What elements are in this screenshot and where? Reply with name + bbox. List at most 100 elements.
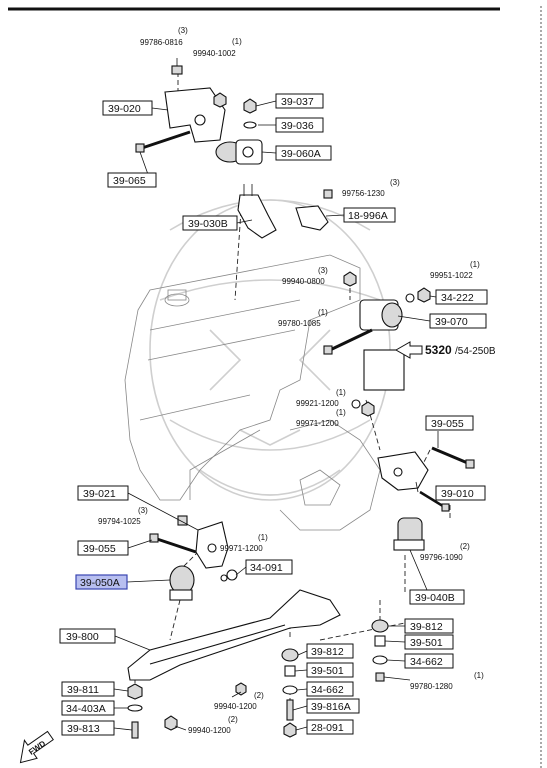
right-fastener-stack <box>371 619 389 682</box>
callout-label: 39-812 <box>410 621 443 633</box>
callout-18-996A[interactable]: 18-996A <box>343 207 396 223</box>
callout-34-091[interactable]: 34-091 <box>245 559 293 575</box>
callout-label: 39-816A <box>311 701 351 713</box>
callout-label: 39-501 <box>311 665 344 677</box>
callout-label: 39-060A <box>281 148 321 160</box>
bolt-39-055-left <box>149 533 197 554</box>
callout-39-020[interactable]: 39-020 <box>102 100 153 116</box>
watermark-emblem <box>149 199 391 501</box>
callout-39-040B[interactable]: 39-040B <box>409 589 465 605</box>
nut-99971-1200 <box>361 401 375 417</box>
part-number: 99786-0816 <box>140 38 183 47</box>
std-part-99940-1200-left: (2) 99940-1200 <box>188 715 238 735</box>
reference-subnumber: /54-250B <box>455 346 496 357</box>
callout-39-037[interactable]: 39-037 <box>275 93 324 109</box>
callout-label: 28-091 <box>311 722 344 734</box>
callout-34-662-middle[interactable]: 34-662 <box>306 681 354 697</box>
part-number: 99756-1230 <box>342 189 385 198</box>
callout-39-050A-highlighted[interactable]: 39-050A <box>75 574 128 590</box>
callout-label: 34-091 <box>250 562 283 574</box>
callout-39-816A[interactable]: 39-816A <box>306 698 360 714</box>
callout-label: 39-037 <box>281 96 314 108</box>
nut-99940-1200-a <box>235 682 247 696</box>
std-part-99971-1200: (1) 99971-1200 <box>296 408 346 428</box>
part-number: 99796-1090 <box>420 553 463 562</box>
bracket-18-996A <box>295 205 329 231</box>
reference-arrow <box>394 341 423 359</box>
callout-39-070[interactable]: 39-070 <box>429 313 487 329</box>
mount-rubber-39-060A <box>215 139 263 165</box>
callout-label: 39-800 <box>66 631 99 643</box>
bolt-99780-1085 <box>323 328 373 355</box>
callout-28-091[interactable]: 28-091 <box>306 719 354 735</box>
nut-39-037 <box>243 98 257 114</box>
callout-label: 39-010 <box>441 488 474 500</box>
callout-label: 39-030B <box>188 218 228 230</box>
callout-39-021[interactable]: 39-021 <box>77 485 129 501</box>
quantity: (1) <box>258 533 268 542</box>
callout-34-662-right[interactable]: 34-662 <box>404 653 454 669</box>
washer-39-036 <box>243 121 257 129</box>
callout-label: 39-501 <box>410 637 443 649</box>
part-number: 99971-1200 <box>220 544 263 553</box>
callout-39-060A[interactable]: 39-060A <box>275 145 332 161</box>
washer-99971-1200-lower <box>220 574 228 582</box>
nut-34-091 <box>226 569 238 581</box>
callout-39-811[interactable]: 39-811 <box>61 681 115 697</box>
quantity: (1) <box>318 308 328 317</box>
std-part-99940-0800: (3) 99940-0800 <box>282 266 328 286</box>
nut-99940-1200-b <box>164 715 178 731</box>
quantity: (1) <box>336 388 346 397</box>
crossmember-39-800 <box>127 589 341 681</box>
solid-leaders <box>113 100 439 731</box>
bolt-99796-1090 <box>419 490 450 512</box>
callout-39-010[interactable]: 39-010 <box>435 485 486 501</box>
middle-fastener-stack <box>281 648 299 738</box>
bolt-39-055-right <box>431 446 475 469</box>
callout-39-813[interactable]: 39-813 <box>61 720 115 736</box>
reference-number: 5320 <box>425 343 452 357</box>
callout-39-800[interactable]: 39-800 <box>59 628 116 644</box>
washer-99921-1200 <box>351 399 361 409</box>
callout-34-222[interactable]: 34-222 <box>435 289 488 305</box>
quantity: (3) <box>390 178 400 187</box>
bolt-99756-1230 <box>323 189 333 199</box>
callout-39-812-right[interactable]: 39-812 <box>404 618 454 634</box>
callout-39-030B[interactable]: 39-030B <box>182 215 238 231</box>
std-part-99796-1090: (2) 99796-1090 <box>420 542 470 562</box>
callout-39-501-right[interactable]: 39-501 <box>404 634 454 650</box>
part-number: 99780-1280 <box>410 682 453 691</box>
part-number: 99951-1022 <box>430 271 473 280</box>
mount-39-070 <box>359 299 405 391</box>
callout-label: 39-065 <box>113 175 146 187</box>
upper-bracket-part <box>164 87 226 143</box>
callout-label: 39-020 <box>108 103 141 115</box>
part-number: 99921-1200 <box>296 399 339 408</box>
quantity: (1) <box>474 671 484 680</box>
callout-39-501-middle[interactable]: 39-501 <box>306 662 354 678</box>
callout-39-065[interactable]: 39-065 <box>107 172 157 188</box>
quantity: (2) <box>460 542 470 551</box>
callout-39-036[interactable]: 39-036 <box>275 117 324 133</box>
part-number: 99940-1002 <box>193 49 236 58</box>
nut-99940-1002 <box>213 92 227 108</box>
quantity: (1) <box>336 408 346 417</box>
callout-34-403A[interactable]: 34-403A <box>61 700 115 716</box>
callout-label: 34-662 <box>410 656 443 668</box>
callout-39-055-right[interactable]: 39-055 <box>425 415 474 431</box>
washer-99951-1022 <box>405 293 415 303</box>
callout-39-812-middle[interactable]: 39-812 <box>306 643 354 659</box>
callout-label: 39-055 <box>431 418 464 430</box>
callout-label: 34-222 <box>441 292 474 304</box>
callout-label: 34-403A <box>66 703 106 715</box>
callout-39-055-left[interactable]: 39-055 <box>77 540 129 556</box>
callout-label: 39-021 <box>83 488 116 500</box>
quantity: (2) <box>254 691 264 700</box>
quantity: (3) <box>178 26 188 35</box>
reference-5320[interactable]: 5320 /54-250B <box>425 343 496 357</box>
mount-39-040B <box>393 517 425 551</box>
bracket-39-030B <box>237 184 277 239</box>
std-part-99786-0816: (3) 99786-0816 <box>140 26 188 47</box>
engine-block-outline <box>124 254 381 531</box>
